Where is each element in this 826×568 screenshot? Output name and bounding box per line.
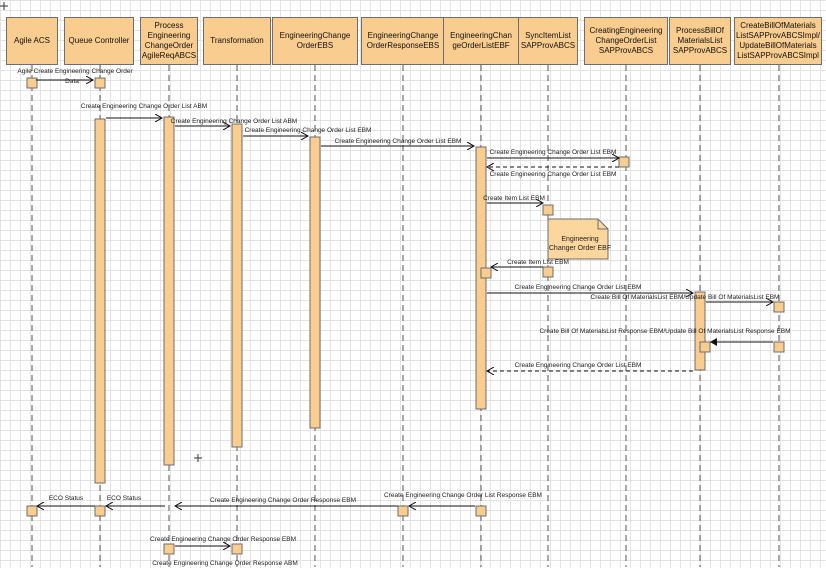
message-label-eco-status: ECO Status — [106, 495, 142, 502]
activation-queue — [94, 118, 106, 484]
participant-ecorespebs: EngineeringChange OrderResponseEBS — [361, 17, 445, 65]
exec-box-agile — [26, 505, 38, 517]
message-label-agile-create-engineering-change-order: Agile Create Engineering Change Order — [17, 68, 133, 75]
exec-box-syncitem — [542, 266, 554, 278]
message-label-create-item-list-ebm: Create Item List EBM — [483, 195, 545, 202]
message-label-create-engineering-change-order-response-abm: Create Engineering Change Order Response… — [152, 560, 298, 567]
activation-procbom — [694, 291, 706, 371]
participant-createeco: CreatingEngineering ChangeOrderList SAPP… — [584, 17, 668, 65]
message-label-create-engineering-change-order-list-abm: Create Engineering Change Order List ABM — [170, 118, 298, 125]
message-label-create-engineering-change-order-response-ebm: Create Engineering Change Order Response… — [210, 497, 356, 504]
participant-syncitem: SyncItemList SAPProvABCS — [518, 17, 578, 65]
message-label-create-engineering-change-order-list-ebm: Create Engineering Change Order List EBM — [514, 362, 642, 369]
exec-box-createeco — [618, 156, 630, 168]
participant-pecoreq: Process Engineering ChangeOrder AgileReq… — [140, 17, 198, 65]
participant-createbom: CreateBillOfMaterials ListSAPProvABCSImp… — [734, 17, 822, 65]
message-label-create-engineering-change-order-list-ebm: Create Engineering Change Order List EBM — [489, 171, 617, 178]
participant-transform: Transformation — [203, 17, 271, 65]
exec-box-ecorespebs — [397, 505, 409, 517]
exec-box-ecolistebf — [475, 505, 487, 517]
exec-box-createbom — [773, 301, 785, 313]
message-label-create-engineering-change-order-list-abm: Create Engineering Change Order List ABM — [80, 103, 208, 110]
activation-ecoebs — [309, 136, 321, 429]
note-box — [547, 218, 609, 260]
participant-ecoebs: EngineeringChange OrderEBS — [272, 17, 358, 65]
note-fold — [597, 219, 608, 230]
exec-box-pecoreq — [163, 543, 175, 555]
message-label-create-bill-of-materialslist-ebm-update-bill-of-materialslist-ebm: Create Bill Of MaterialsList EBM/Update … — [590, 294, 780, 301]
exec-box-ecolistebf — [480, 267, 492, 279]
message-label-create-engineering-change-order-list-ebm: Create Engineering Change Order List EBM — [489, 149, 617, 156]
message-label-create-engineering-change-order-list-ebm: Create Engineering Change Order List EBM — [514, 284, 642, 291]
activation-pecoreq — [163, 116, 175, 466]
participant-queue: Queue Controller — [64, 17, 134, 65]
note-engineering-change-order-ebf: Engineering Changer Order EBF — [548, 236, 612, 252]
message-label-create-engineering-change-order-list-ebm: Create Engineering Change Order List EBM — [244, 127, 372, 134]
exec-box-agile — [26, 77, 38, 89]
exec-box-transform — [231, 543, 243, 555]
exec-box-createbom — [773, 341, 785, 353]
message-label-create-item-list-ebm: Create Item List EBM — [507, 259, 569, 266]
participant-agile: Agile ACS — [6, 17, 58, 65]
message-label-create-engineering-change-order-list-ebm: Create Engineering Change Order List EBM — [334, 138, 462, 145]
exec-box-queue — [94, 77, 106, 89]
exec-box-procbom — [699, 341, 711, 353]
message-label-eco-status: ECO Status — [48, 495, 84, 502]
participant-procbom: ProcessBillOf MaterialsList SAPProvABCS — [669, 17, 731, 65]
message-label-data: Data — [65, 78, 79, 85]
corner-crosshair-icon — [0, 2, 8, 10]
crosshair-cursor-icon — [194, 454, 202, 462]
exec-box-syncitem — [542, 204, 554, 216]
activation-transform — [231, 123, 243, 448]
exec-box-queue — [94, 505, 106, 517]
message-label-create-engineering-change-order-list-response-ebm: Create Engineering Change Order List Res… — [384, 492, 542, 499]
message-label-create-engineering-change-order-response-ebm: Create Engineering Change Order Response… — [150, 536, 296, 543]
participant-ecolistebf: EngineeringChan geOrderListEBF — [443, 17, 519, 65]
message-label-create-bill-of-materialslist-response-ebm-update-bill-of-materialslist-response-ebm: Create Bill Of MaterialsList Response EB… — [539, 328, 791, 335]
